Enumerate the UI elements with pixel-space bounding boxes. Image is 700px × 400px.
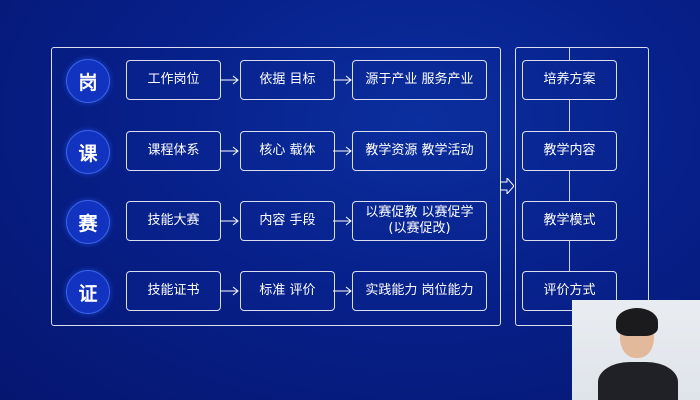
arrow-right-icon — [220, 216, 239, 226]
tag-circle-gang: 岗 — [66, 59, 110, 103]
row3-col3-line1: 以赛促教 以赛促学 — [365, 205, 474, 220]
arrow-right-icon — [333, 75, 352, 85]
row3-col3-box: 以赛促教 以赛促学 (以赛促改) — [352, 201, 487, 241]
arrow-right-icon — [220, 75, 239, 85]
right-box-1: 培养方案 — [522, 60, 617, 100]
right-box-2: 教学内容 — [522, 131, 617, 171]
tag-circle-ke: 课 — [66, 130, 110, 174]
row4-col3-box: 实践能力 岗位能力 — [352, 271, 487, 311]
right-connector-line — [569, 241, 570, 271]
right-connector-line — [569, 171, 570, 201]
row3-col1-box: 技能大赛 — [126, 201, 221, 241]
arrow-right-icon — [220, 286, 239, 296]
row2-col2-box: 核心 载体 — [240, 131, 335, 171]
presenter-body — [598, 362, 678, 400]
presenter-hair — [616, 308, 658, 336]
arrow-right-icon — [333, 146, 352, 156]
row2-col3-box: 教学资源 教学活动 — [352, 131, 487, 171]
arrow-right-icon — [333, 216, 352, 226]
row2-col1-box: 课程体系 — [126, 131, 221, 171]
tag-circle-sai: 赛 — [66, 200, 110, 244]
tag-circle-zheng: 证 — [66, 270, 110, 314]
right-connector-line — [569, 100, 570, 131]
row1-col3-box: 源于产业 服务产业 — [352, 60, 487, 100]
arrow-right-icon — [220, 146, 239, 156]
row3-col2-box: 内容 手段 — [240, 201, 335, 241]
row3-col3-line2: (以赛促改) — [388, 221, 451, 236]
row4-col1-box: 技能证书 — [126, 271, 221, 311]
row4-col2-box: 标准 评价 — [240, 271, 335, 311]
presenter-video — [572, 300, 700, 400]
row1-col1-box: 工作岗位 — [126, 60, 221, 100]
right-box-3: 教学模式 — [522, 201, 617, 241]
arrow-right-icon — [333, 286, 352, 296]
row1-col2-box: 依据 目标 — [240, 60, 335, 100]
right-connector-line — [569, 48, 570, 60]
hollow-arrow-right-icon — [500, 178, 514, 194]
